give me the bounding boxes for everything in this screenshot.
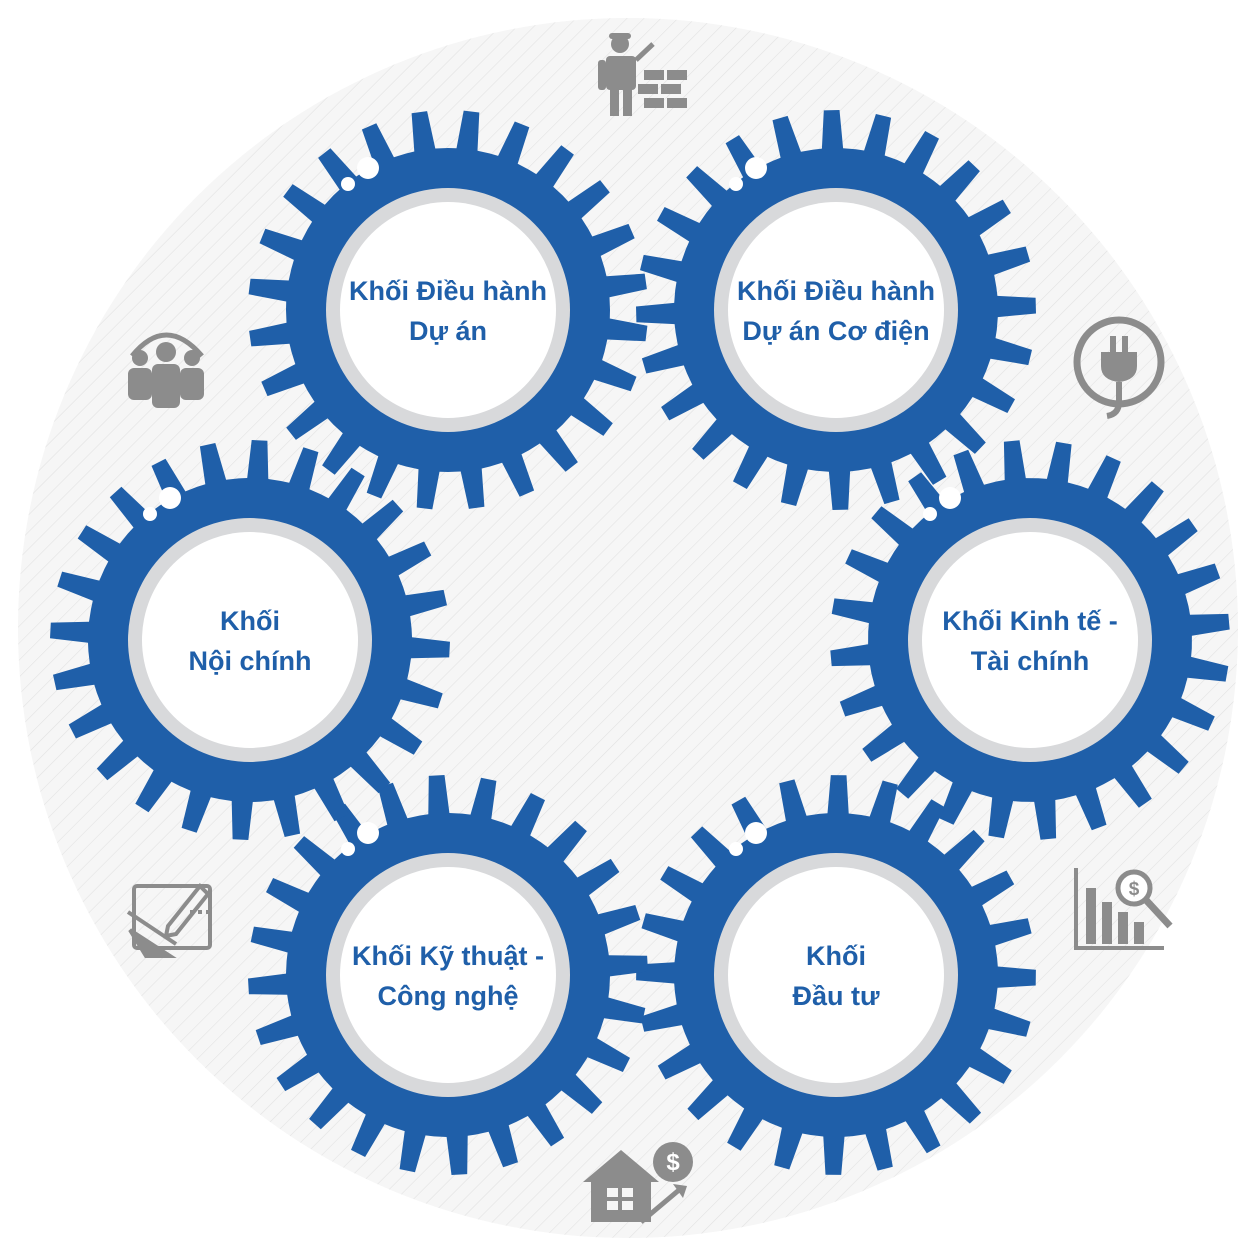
gear-label-line: Nội chính	[189, 646, 312, 676]
gear-highlight-dot	[159, 487, 181, 509]
gear-project-operations: Khối Điều hành Dự án	[248, 110, 648, 510]
gear-label-line: Khối Kỹ thuật -	[352, 941, 544, 971]
gear-label-line: Tài chính	[971, 646, 1090, 676]
gear-label-line: Công nghệ	[378, 981, 519, 1011]
gear-center	[728, 867, 944, 1083]
gear-highlight-dot	[745, 822, 767, 844]
gear-center	[340, 202, 556, 418]
gears-group: Khối Điều hành Dự án Khối Điều hành Dự án C…	[50, 110, 1230, 1175]
gear-label-line: Đầu tư	[792, 981, 880, 1011]
svg-text:$: $	[1129, 879, 1140, 900]
gear-label-line: Dự án Cơ điện	[742, 316, 929, 346]
gear-engineering-technology: Khối Kỹ thuật - Công nghệ	[248, 775, 648, 1175]
svg-text:$: $	[666, 1149, 680, 1176]
gear-highlight-dot	[143, 507, 157, 521]
gear-highlight-dot	[745, 157, 767, 179]
gear-label-line: Khối Kinh tế -	[942, 606, 1117, 636]
electric-plug-icon	[1073, 316, 1165, 419]
gear-center	[728, 202, 944, 418]
gear-label-line: Khối	[220, 606, 280, 636]
design-drafting-icon	[126, 883, 212, 958]
financial-analysis-icon: $	[1074, 868, 1173, 950]
gear-highlight-dot	[357, 157, 379, 179]
gear-highlight-dot	[923, 507, 937, 521]
gear-highlight-dot	[341, 842, 355, 856]
real-estate-investment-icon: $	[583, 1142, 693, 1224]
team-meeting-icon	[128, 332, 204, 408]
gear-highlight-dot	[729, 177, 743, 191]
gear-label-line: Dự án	[409, 316, 487, 346]
gear-center	[922, 532, 1138, 748]
gear-label-line: Khối Điều hành	[737, 276, 935, 306]
gear-label-line: Khối	[806, 941, 866, 971]
gear-economics-finance: Khối Kinh tế - Tài chính	[830, 440, 1230, 840]
gear-highlight-dot	[341, 177, 355, 191]
gear-mep-project-operations: Khối Điều hành Dự án Cơ điện	[636, 110, 1036, 510]
gear-highlight-dot	[357, 822, 379, 844]
gear-center	[142, 532, 358, 748]
gear-label-line: Khối Điều hành	[349, 276, 547, 306]
gear-center	[340, 867, 556, 1083]
gear-highlight-dot	[939, 487, 961, 509]
construction-worker-icon	[598, 33, 687, 116]
gear-highlight-dot	[729, 842, 743, 856]
